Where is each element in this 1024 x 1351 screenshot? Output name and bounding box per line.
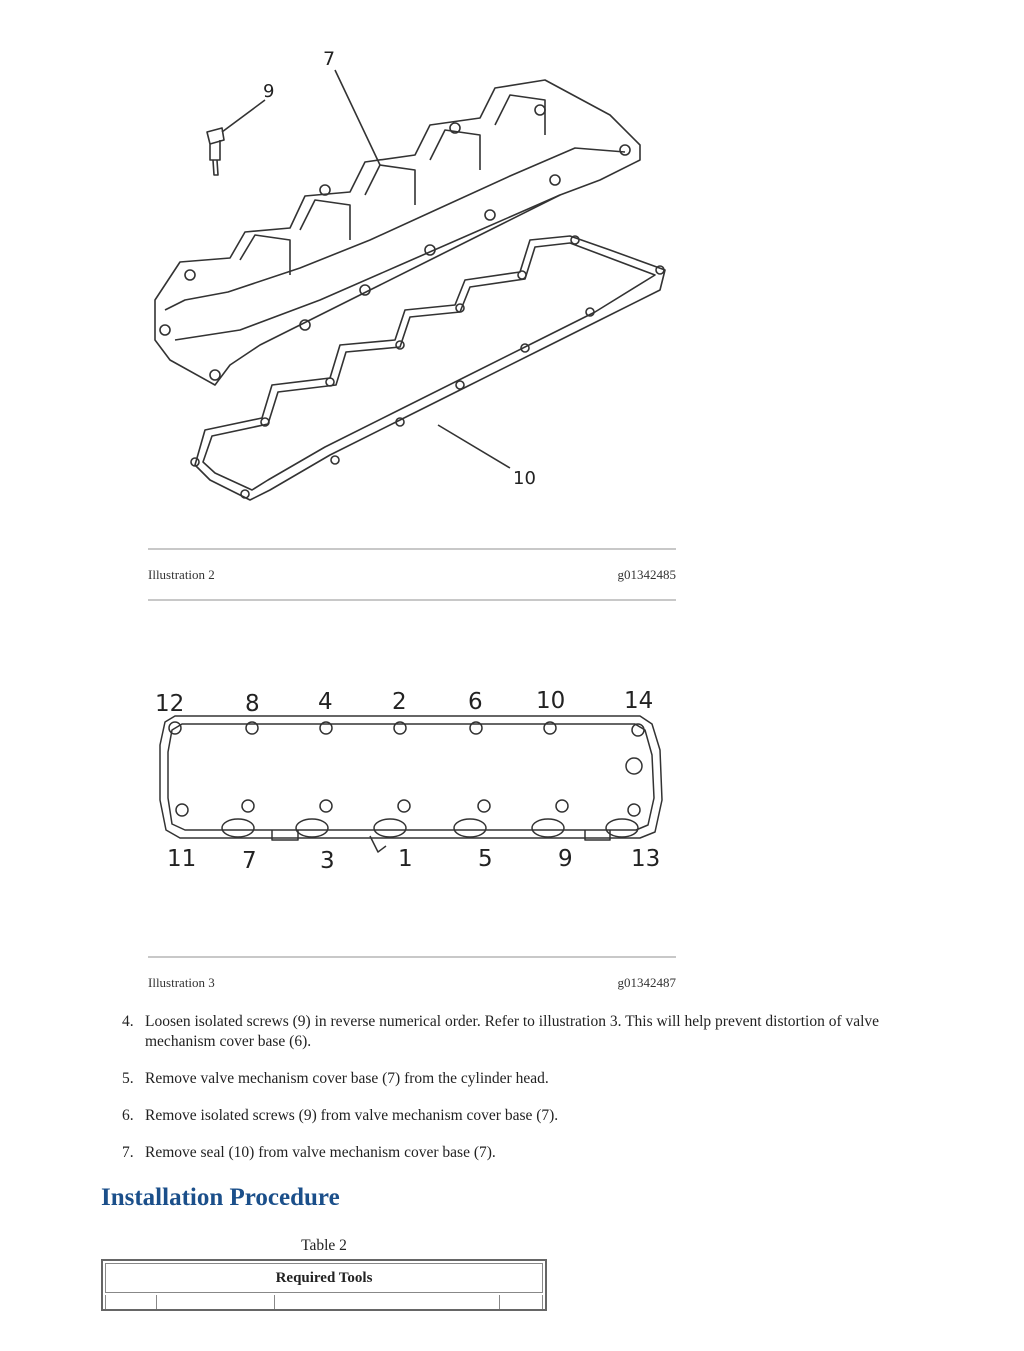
illustration-2-code: g01342485 [617, 567, 677, 582]
divider [148, 599, 676, 601]
step-text: Remove valve mechanism cover base (7) fr… [145, 1070, 549, 1087]
isolated-screw [206, 127, 225, 176]
procedure-steps: 4. Loosen isolated screws (9) in reverse… [122, 1012, 922, 1180]
torque-number-top: 2 [392, 689, 407, 715]
illustration-3-drawing: 12 8 4 2 6 10 14 11 7 3 1 5 9 13 [155, 688, 663, 874]
step-text: Remove seal (10) from valve mechanism co… [145, 1144, 496, 1161]
torque-number-bottom: 7 [242, 848, 257, 874]
torque-number-bottom: 5 [478, 846, 493, 872]
step-item: 7. Remove seal (10) from valve mechanism… [122, 1143, 922, 1163]
table-caption: Table 2 [301, 1237, 347, 1254]
cover-base-outline [154, 79, 641, 386]
torque-number-bottom: 13 [631, 846, 660, 872]
torque-number-bottom: 11 [167, 846, 196, 872]
step-item: 5. Remove valve mechanism cover base (7)… [122, 1069, 922, 1089]
step-number: 7. [122, 1144, 134, 1161]
step-number: 5. [122, 1070, 134, 1087]
callout-7: 7 [323, 48, 335, 70]
torque-number-top: 10 [536, 688, 565, 714]
torque-number-top: 4 [318, 689, 333, 715]
illustration-3-caption: Illustration 3 g01342487 [148, 956, 676, 1007]
step-item: 6. Remove isolated screws (9) from valve… [122, 1106, 922, 1126]
torque-number-bottom: 3 [320, 848, 335, 874]
step-number: 6. [122, 1107, 134, 1124]
divider [148, 956, 676, 958]
illustration-2-caption: Illustration 2 g01342485 [148, 548, 676, 601]
divider [148, 548, 676, 550]
step-number: 4. [122, 1013, 134, 1030]
torque-number-top: 12 [155, 691, 184, 717]
illustration-3-code: g01342487 [617, 975, 677, 990]
table-row [105, 1295, 543, 1309]
torque-number-bottom: 1 [398, 846, 413, 872]
illustration-3-label: Illustration 3 [148, 975, 215, 990]
section-title: Installation Procedure [101, 1184, 340, 1211]
seal-outline [194, 235, 666, 501]
callout-9: 9 [263, 81, 274, 102]
step-text: Remove isolated screws (9) from valve me… [145, 1107, 559, 1124]
required-tools-table: Required Tools [101, 1259, 547, 1311]
torque-number-top: 8 [245, 691, 260, 717]
torque-number-bottom: 9 [558, 846, 573, 872]
callout-10: 10 [513, 468, 536, 489]
step-text: Loosen isolated screws (9) in reverse nu… [145, 1013, 880, 1050]
step-item: 4. Loosen isolated screws (9) in reverse… [122, 1012, 922, 1052]
illustration-2-label: Illustration 2 [148, 567, 215, 582]
torque-number-top: 6 [468, 689, 483, 715]
cover-base-top-outline [159, 715, 663, 839]
table-header: Required Tools [105, 1263, 543, 1293]
illustration-2-drawing: 7 9 10 [154, 48, 666, 501]
torque-number-top: 14 [624, 688, 653, 714]
